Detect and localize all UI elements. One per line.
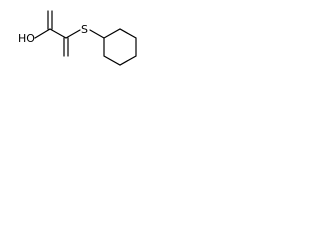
bond-oh-c1 — [34, 28, 51, 39]
chemical-structure-diagram: HO S — [18, 10, 137, 66]
bond-s-cy1 — [89, 29, 105, 39]
bond-c1-c2 — [49, 28, 67, 39]
sulfur-label: S — [81, 23, 88, 36]
bond-lines — [34, 10, 137, 66]
hydroxyl-label: HO — [18, 32, 35, 45]
cyclohexane-ring — [103, 28, 137, 66]
bond-c2-s — [65, 29, 81, 39]
